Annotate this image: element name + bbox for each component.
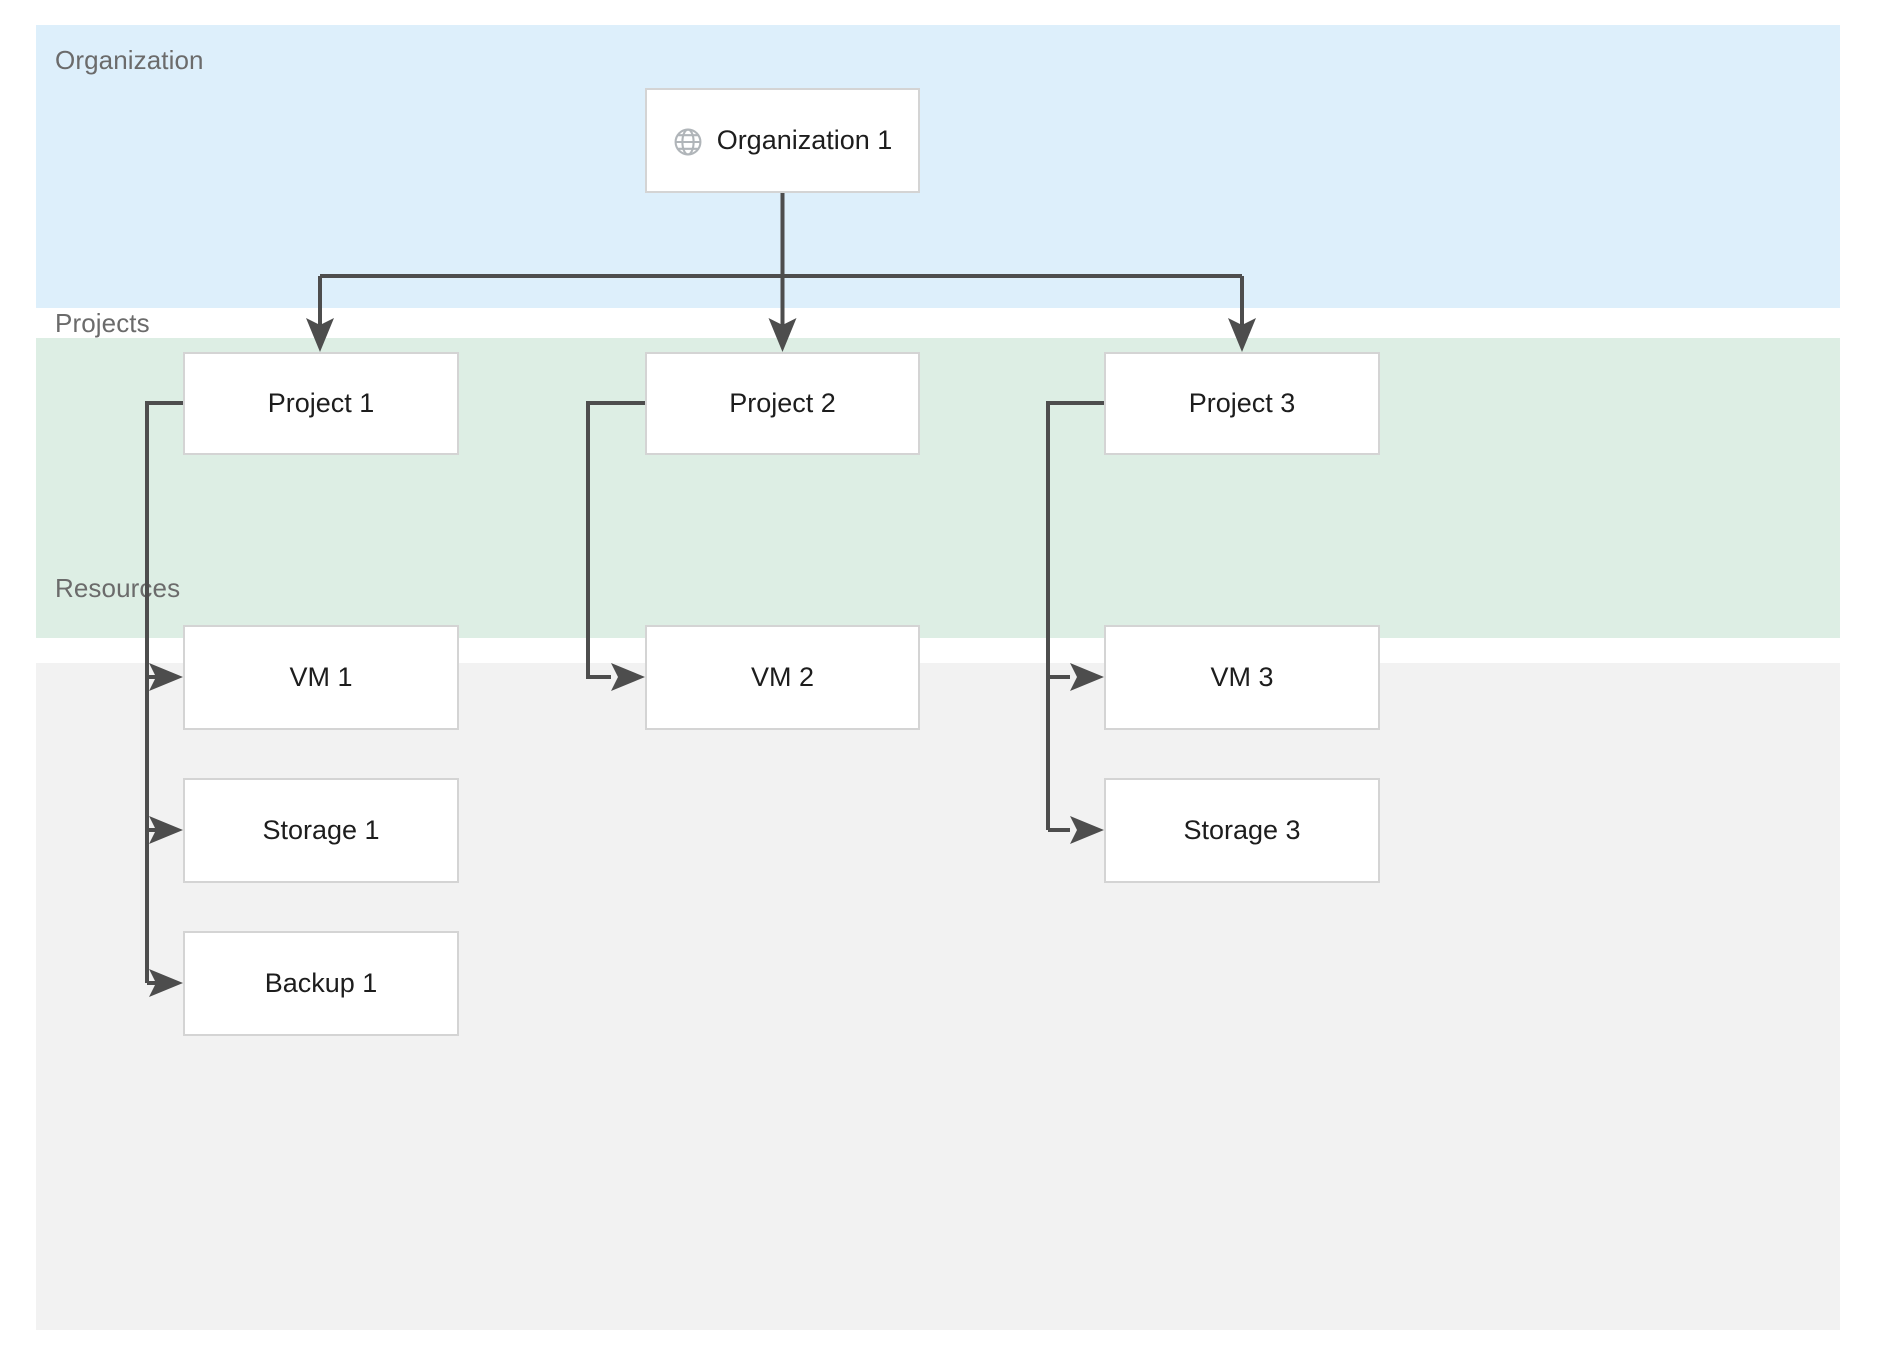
globe-icon: [673, 127, 703, 157]
node-vm-2[interactable]: VM 2: [645, 625, 920, 730]
node-label-storage-1: Storage 1: [262, 815, 380, 845]
node-storage-1[interactable]: Storage 1: [183, 778, 459, 883]
node-label-storage-3: Storage 3: [1183, 815, 1301, 845]
swimlane-label-resources: Resources: [55, 573, 181, 603]
node-label-backup-1: Backup 1: [264, 968, 378, 998]
node-label-project-1: Project 1: [267, 388, 375, 418]
node-backup-1[interactable]: Backup 1: [183, 931, 459, 1036]
node-label-vm-1: VM 1: [289, 662, 353, 692]
node-label-vm-2: VM 2: [750, 662, 815, 692]
node-label-organization-1: Organization 1: [716, 125, 893, 155]
node-label-project-3: Project 3: [1188, 388, 1296, 418]
node-label-vm-3: VM 3: [1210, 662, 1274, 692]
node-storage-3[interactable]: Storage 3: [1104, 778, 1380, 883]
node-project-2[interactable]: Project 2: [645, 352, 920, 455]
node-vm-1[interactable]: VM 1: [183, 625, 459, 730]
node-label-project-2: Project 2: [729, 388, 836, 418]
swimlane-label-organization: Organization: [55, 45, 204, 75]
swimlane-organization: [36, 25, 1840, 308]
node-organization-1[interactable]: Organization 1: [645, 88, 920, 193]
node-vm-3[interactable]: VM 3: [1104, 625, 1380, 730]
node-project-1[interactable]: Project 1: [183, 352, 459, 455]
node-project-3[interactable]: Project 3: [1104, 352, 1380, 455]
swimlane-label-projects: Projects: [55, 308, 150, 338]
